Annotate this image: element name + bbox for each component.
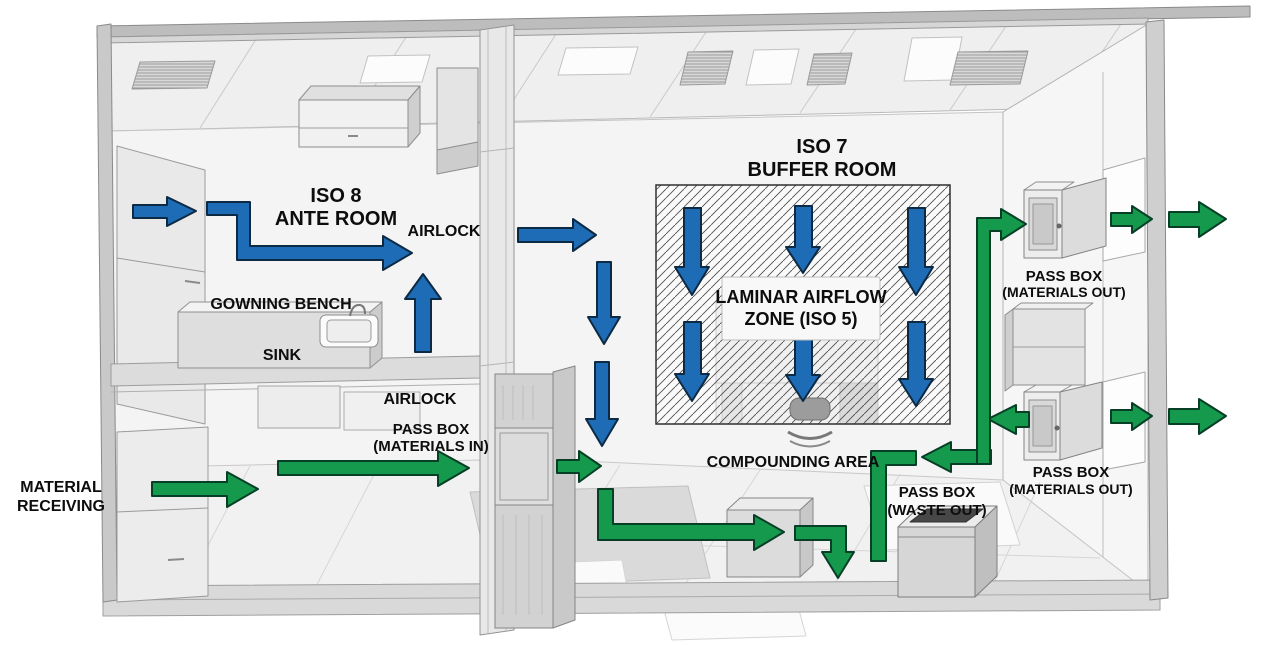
laminar-down-arrow — [674, 207, 710, 296]
ante-room-title-line2: ANTE ROOM — [275, 208, 397, 230]
pass-box-out-upper-label-line1: PASS BOX — [1026, 268, 1102, 285]
laminar-down-arrow — [674, 321, 710, 402]
laf-label-panel — [721, 276, 881, 341]
laf-zone-label-line2: ZONE (ISO 5) — [744, 309, 857, 329]
material-to-passbox-arrow — [277, 450, 470, 487]
entry-door-lower — [116, 426, 209, 603]
waste-left-arrow — [921, 441, 992, 473]
material-entry-arrow — [151, 471, 259, 508]
material-into-buffer-arrow — [556, 450, 602, 483]
wall-cabinet — [298, 85, 421, 148]
laminar-down-arrow — [898, 207, 934, 296]
airlock-lower-label: AIRLOCK — [384, 391, 457, 408]
wall-shelf-unit — [1004, 302, 1094, 392]
laf-zone-label-line1: LAMINAR AIRFLOW — [715, 287, 886, 307]
pass-box-out-upper-label-line2: (MATERIALS OUT) — [1002, 284, 1125, 300]
corner-unit — [436, 67, 479, 175]
pass-box-materials-out-lower-unit — [1023, 381, 1103, 461]
personnel-buffer-down-arrow-2 — [585, 361, 619, 447]
pass-box-out-lower-label-line2: (MATERIALS OUT) — [1009, 481, 1132, 497]
buffer-room-title-line2: BUFFER ROOM — [748, 159, 897, 181]
ceiling-light — [359, 54, 431, 84]
ante-room-title-line1: ISO 8 — [310, 185, 361, 207]
pass-box-materials-in-unit — [494, 365, 576, 629]
pass-box-in-label-line1: PASS BOX — [393, 421, 469, 438]
right-post — [1145, 19, 1169, 601]
passbox-lower-exit-arrow — [1110, 402, 1153, 431]
pass-box-out-lower-label-line1: PASS BOX — [1033, 464, 1109, 481]
airlock-upper-label: AIRLOCK — [408, 223, 481, 240]
material-flow-arrows — [151, 201, 1227, 579]
baseboard — [102, 579, 1161, 617]
sink-label: SINK — [263, 347, 302, 364]
hepa-grille — [679, 50, 734, 86]
materials-out-riser-arrow — [976, 208, 1027, 465]
laminar-down-arrow — [785, 205, 821, 274]
outside-lower-exit-arrow — [1168, 398, 1227, 435]
outside-upper-exit-arrow — [1168, 201, 1227, 238]
waste-path-elbow — [870, 450, 917, 562]
laminar-down-arrow — [898, 321, 934, 407]
pass-box-waste-unit — [897, 505, 998, 598]
personnel-flow-arrows — [132, 196, 934, 447]
hepa-grille — [806, 52, 853, 86]
pass-box-in-label-line2: (MATERIALS IN) — [373, 438, 489, 455]
ceiling-light — [745, 48, 800, 86]
ceiling-light — [557, 46, 639, 76]
passbox-lower-left-arrow — [987, 404, 1030, 435]
under-bench-shelf — [257, 385, 421, 431]
laminar-down-arrow — [785, 335, 821, 402]
material-receiving-label-line2: RECEIVING — [17, 498, 105, 515]
gowning-bench-label: GOWNING BENCH — [210, 296, 351, 313]
personnel-up-arrow — [404, 273, 442, 353]
hepa-grille — [131, 60, 216, 90]
personnel-entry-arrow — [132, 196, 197, 227]
material-elbow-arrow — [597, 488, 785, 551]
pass-box-waste-label-line2: (WASTE OUT) — [887, 502, 986, 519]
hepa-grille — [949, 50, 1029, 86]
faucet-icon — [349, 304, 366, 317]
compounding-area-label: COMPOUNDING AREA — [707, 454, 880, 471]
material-receiving-label-line1: MATERIAL — [20, 479, 102, 496]
sink — [319, 304, 379, 348]
personnel-buffer-down-arrow-1 — [587, 261, 621, 345]
material-down-arrow — [794, 525, 855, 579]
pass-box-waste-label-line1: PASS BOX — [899, 484, 975, 501]
buffer-room-title-line1: ISO 7 — [796, 136, 847, 158]
personnel-airlock-arrow — [517, 218, 597, 252]
stool — [787, 397, 833, 448]
passbox-upper-exit-arrow — [1110, 205, 1153, 234]
gowning-bench — [177, 301, 383, 369]
pass-box-materials-out-upper-unit — [1023, 177, 1107, 259]
personnel-anteroom-arrow — [206, 201, 413, 271]
